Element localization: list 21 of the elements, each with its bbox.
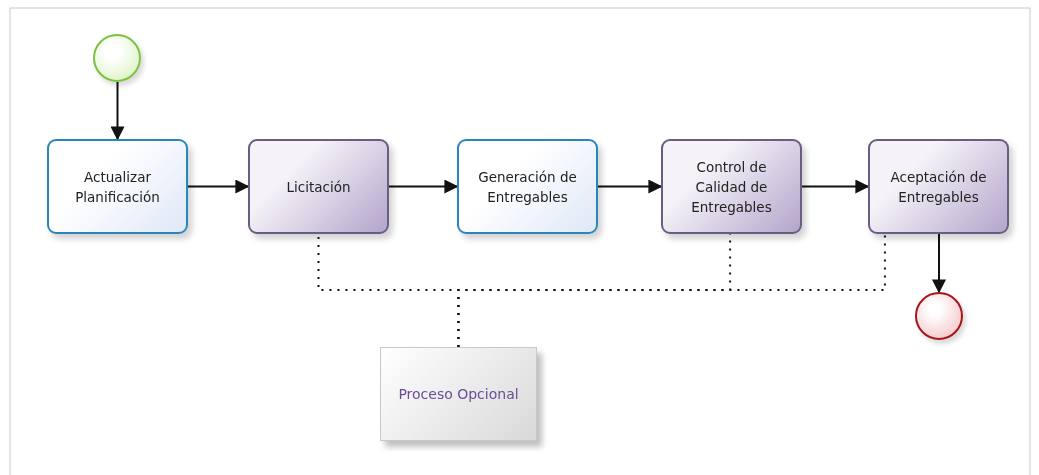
arrow (388, 179, 459, 194)
arrow (187, 179, 250, 194)
task-box (457, 139, 598, 234)
task-box (248, 139, 389, 234)
task-box (47, 139, 188, 234)
annotation-box (380, 347, 537, 441)
end-event-circle (915, 292, 963, 340)
task-box (661, 139, 802, 234)
annotation-text: Proceso Opcional (398, 386, 519, 402)
task-label: Generación de Entregables (477, 167, 578, 207)
arrow (801, 179, 870, 194)
task-box (868, 139, 1009, 234)
arrow (932, 233, 946, 294)
task-label: Actualizar Planificación (74, 167, 161, 207)
start-event-circle (93, 34, 141, 82)
arrow (110, 81, 125, 141)
association-line (457, 233, 886, 348)
task-label: Aceptación de Entregables (889, 167, 988, 207)
task-label: Control de Calidad de Entregables (690, 157, 773, 217)
task-label: Licitación (286, 177, 351, 197)
arrow (597, 179, 663, 194)
